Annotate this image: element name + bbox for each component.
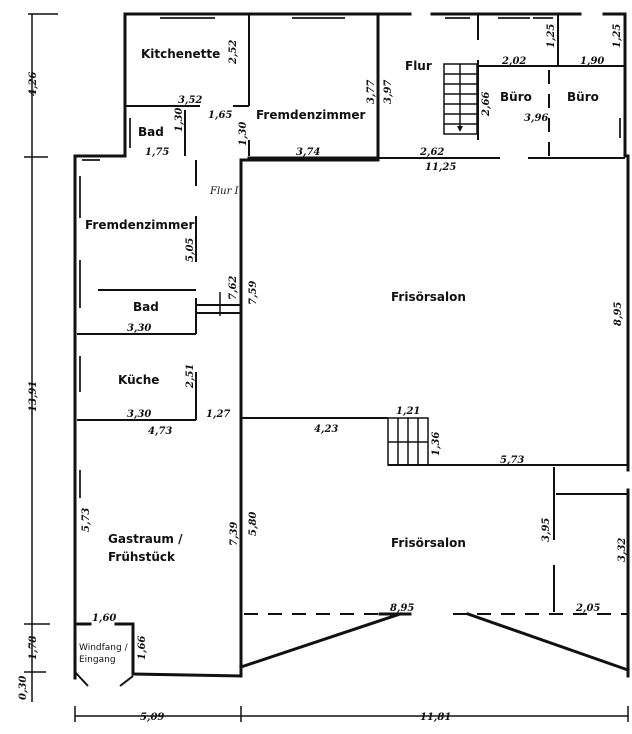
dim-storefront-width: 8,95 bbox=[390, 603, 414, 614]
dim-flur-gap: 1,65 bbox=[208, 110, 232, 121]
dim-niche-width: 2,05 bbox=[575, 603, 600, 614]
dimension-lines bbox=[24, 13, 629, 722]
dim-gastraum-left-height: 5,73 bbox=[81, 508, 92, 532]
dim-buero-width-left: 2,02 bbox=[501, 56, 526, 67]
dim-stair-salon-width: 1,21 bbox=[396, 406, 420, 417]
dim-fremdenzimmer-top-height: 3,77 bbox=[366, 80, 377, 104]
room-label-kueche: Küche bbox=[118, 373, 159, 387]
dim-salon-divider-left: 4,23 bbox=[314, 424, 338, 435]
dim-windfang-height: 1,66 bbox=[137, 636, 148, 660]
room-label-fruehstueck: Frühstück bbox=[108, 550, 176, 564]
room-label-kitchenette: Kitchenette bbox=[141, 47, 220, 61]
room-label-buero-1: Büro bbox=[500, 90, 532, 104]
dim-buero-top-height-right: 1,25 bbox=[612, 24, 623, 48]
dim-salon-divider-right: 5,73 bbox=[500, 455, 524, 466]
dim-windfang-width: 1,60 bbox=[92, 613, 116, 624]
dim-left-bottom-small: 0,30 bbox=[18, 676, 29, 700]
dim-left-upper-total: 4,26 bbox=[28, 72, 39, 96]
dim-stair-top-length: 2,66 bbox=[481, 92, 492, 117]
dim-right-lower-height: 3,32 bbox=[617, 538, 628, 562]
entrance-walls bbox=[73, 622, 243, 687]
dim-fremdenzimmer-top-width: 3,74 bbox=[296, 147, 320, 158]
dim-bad-top-height: 1,30 bbox=[174, 108, 185, 132]
dim-gastraum-right-height-b: 5,80 bbox=[248, 512, 259, 536]
dim-buero-depth: 3,96 bbox=[524, 113, 548, 124]
dim-fremdenzimmer-left-height: 5,05 bbox=[185, 238, 196, 262]
dim-bottom-left: 5,09 bbox=[140, 712, 164, 723]
dim-kueche-height: 2,51 bbox=[185, 364, 196, 389]
dim-upper-total-width: 11,25 bbox=[425, 162, 456, 173]
room-label-fremdenzimmer-top: Fremdenzimmer bbox=[256, 108, 366, 122]
dim-flur1-height-b: 7,59 bbox=[248, 281, 259, 305]
dim-left-middle-total: 13,91 bbox=[28, 381, 39, 412]
storefront bbox=[239, 612, 630, 672]
dim-kitchenette-height: 2,52 bbox=[228, 40, 239, 65]
dim-flur-width: 2,62 bbox=[419, 147, 444, 158]
dim-buero-top-height-left: 1,25 bbox=[546, 24, 557, 48]
staircase-top bbox=[443, 63, 478, 135]
dim-gastraum-right-height-a: 7,39 bbox=[229, 522, 240, 546]
dim-bad-left-width: 3,30 bbox=[127, 323, 151, 334]
room-label-windfang: Windfang / bbox=[79, 643, 129, 653]
main-walls bbox=[73, 154, 630, 680]
dim-kitchenette-width: 3,52 bbox=[178, 95, 202, 106]
room-label-fremdenzimmer-left: Fremdenzimmer bbox=[85, 218, 195, 232]
room-label-bad-left: Bad bbox=[133, 300, 159, 314]
room-label-flur-1: Flur I bbox=[209, 186, 240, 197]
dim-bad-top-width: 1,75 bbox=[145, 147, 169, 158]
room-label-bad-top: Bad bbox=[138, 125, 164, 139]
room-label-frisoersalon-lower: Frisörsalon bbox=[391, 536, 466, 550]
dim-flur1-width: 1,27 bbox=[206, 409, 230, 420]
dim-flur1-height-a: 7,62 bbox=[228, 276, 239, 300]
upper-wing-walls bbox=[73, 12, 627, 160]
dim-left-lower: 1,78 bbox=[28, 636, 39, 660]
dim-gastraum-width: 4,73 bbox=[148, 426, 172, 437]
room-label-frisoersalon-upper: Frisörsalon bbox=[391, 290, 466, 304]
dim-buero-width-right: 1,90 bbox=[580, 56, 604, 67]
dim-niche-height: 3,95 bbox=[541, 518, 552, 542]
room-label-eingang: Eingang bbox=[79, 655, 116, 665]
dim-bottom-right: 11,81 bbox=[420, 712, 451, 723]
dim-frisoersalon-upper-height: 8,95 bbox=[613, 302, 624, 326]
room-label-flur: Flur bbox=[405, 59, 432, 73]
room-label-buero-2: Büro bbox=[567, 90, 599, 104]
dim-kueche-width: 3,30 bbox=[127, 409, 151, 420]
dim-flur-height: 3,97 bbox=[383, 80, 394, 104]
dim-corridor-height: 1,30 bbox=[238, 122, 249, 146]
dim-stair-salon-height: 1,36 bbox=[431, 432, 442, 456]
staircase-salon bbox=[387, 417, 429, 466]
room-label-gastraum: Gastraum / bbox=[108, 532, 183, 546]
